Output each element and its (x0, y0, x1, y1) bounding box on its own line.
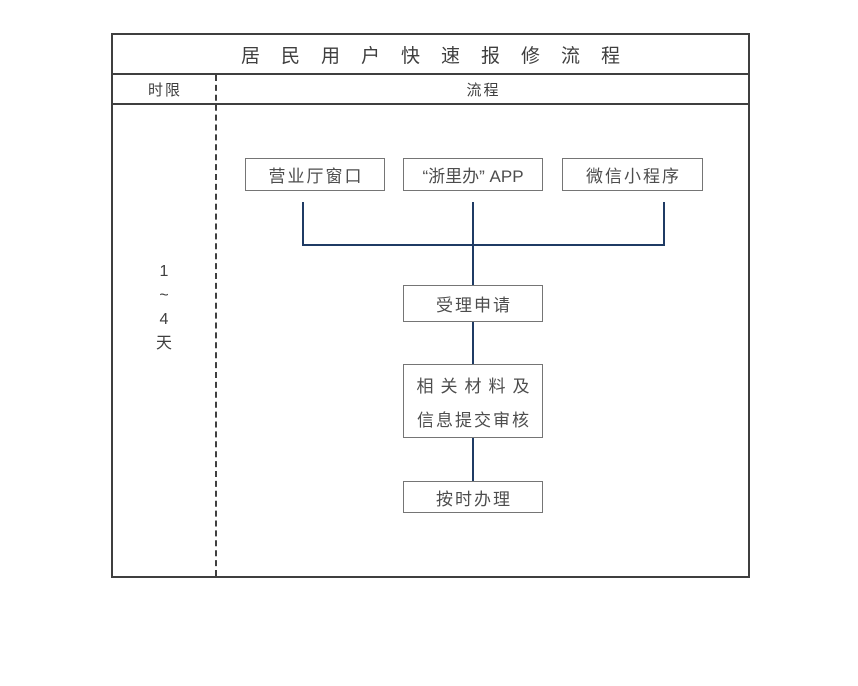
duration-line-unit: 天 (155, 335, 172, 352)
flow-node-zheliban-app: “浙里办” APP (403, 158, 543, 191)
table-frame (111, 33, 750, 578)
materials-review-line1: 相关材料及 (416, 376, 537, 396)
flow-node-handle-on-time: 按时办理 (403, 481, 543, 513)
connector-materials-to-ontime (472, 438, 474, 481)
duration-line-min: 1 (159, 263, 169, 280)
flow-node-wechat-miniprogram: 微信小程序 (562, 158, 703, 191)
duration-line-max: 4 (159, 311, 169, 328)
duration-line-tilde: ~ (159, 287, 169, 304)
connector-hall-drop (302, 202, 304, 245)
time-limit-value: 1 ~ 4 天 (113, 260, 215, 356)
column-divider-dashed (215, 75, 217, 576)
flow-node-materials-review: 相关材料及 信息提交审核 (403, 364, 543, 438)
column-header-process: 流程 (466, 81, 501, 99)
connector-center-drop (472, 202, 474, 285)
flow-node-business-hall: 营业厅窗口 (245, 158, 385, 191)
connector-wechat-drop (663, 202, 665, 245)
connector-horizontal-join (302, 244, 665, 246)
title-row-divider (113, 73, 748, 75)
materials-review-line2: 信息提交审核 (417, 410, 531, 430)
connector-accept-to-materials (472, 322, 474, 364)
flow-node-accept-application: 受理申请 (403, 285, 543, 322)
header-row-divider (113, 103, 748, 105)
page-title: 居民用户快速报修流程 (240, 45, 641, 67)
column-header-time-limit: 时限 (147, 81, 182, 99)
